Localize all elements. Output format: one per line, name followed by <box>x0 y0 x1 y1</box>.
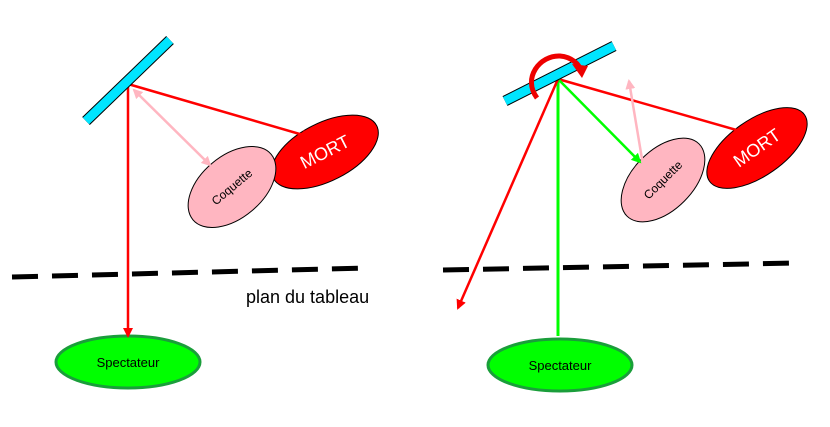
spectateur-label: Spectateur <box>529 358 593 373</box>
plan-label: plan du tableau <box>246 287 369 307</box>
right-panel: MORT Coquette Spectateur <box>442 41 808 393</box>
red-line-mort <box>557 77 741 133</box>
spectateur-ellipse <box>486 337 634 393</box>
red-arrow-mort <box>127 82 312 140</box>
spectateur-label: Spectateur <box>97 355 161 370</box>
picture-plane-line <box>11 265 369 280</box>
pink-arrow <box>625 79 645 166</box>
pink-arrow <box>132 88 212 167</box>
green-arrow-coquette <box>557 78 642 164</box>
rotation-arrowhead <box>572 64 588 78</box>
left-panel: plan du tableau MORT Coquette Spectateur <box>11 36 379 390</box>
mirror-fill <box>502 41 617 106</box>
coquette-ellipse <box>187 146 277 228</box>
picture-plane-line <box>442 260 798 273</box>
mort-ellipse <box>706 107 808 189</box>
red-arrow-reflected <box>456 78 560 310</box>
mirror-fill <box>82 36 174 125</box>
